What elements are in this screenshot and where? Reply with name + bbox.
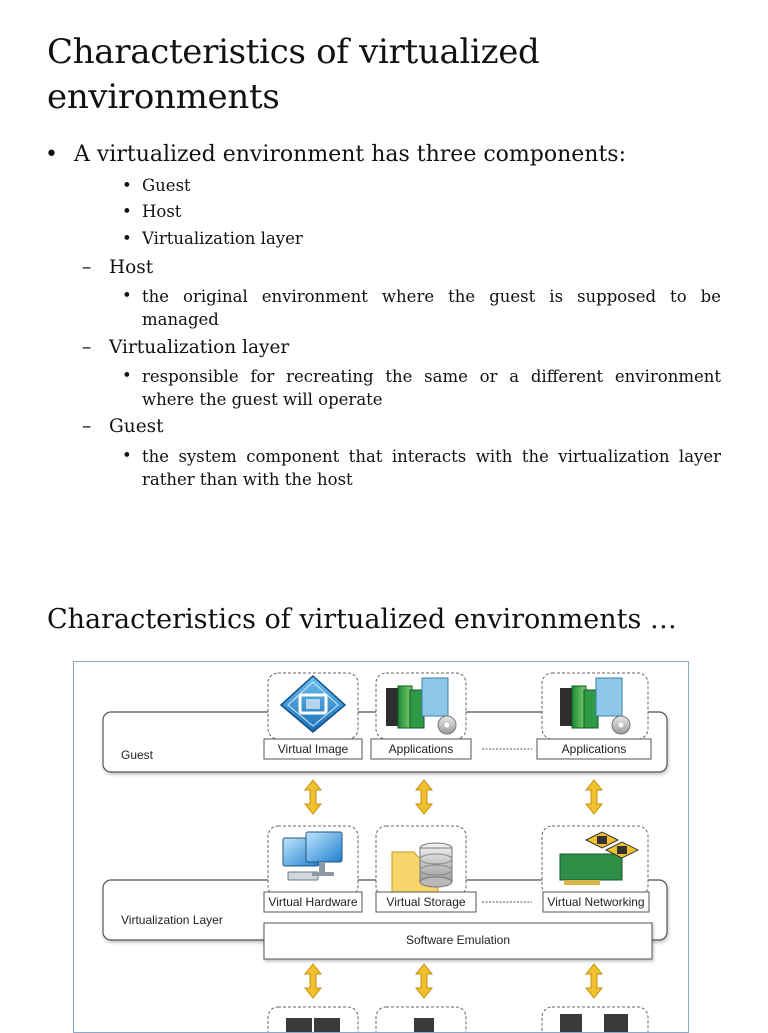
- applications-label-2: Applications: [562, 742, 627, 756]
- applications-icon: [386, 677, 457, 735]
- section-heading-text: Host: [109, 257, 154, 278]
- applications-box: [370, 738, 472, 760]
- double-arrow: [414, 963, 434, 999]
- section-heading-text: Guest: [109, 416, 164, 437]
- dash-marker: –: [82, 416, 92, 437]
- bullet-dot: •: [122, 286, 132, 305]
- dash-marker: –: [82, 257, 92, 278]
- diagram-canvas: Guest Virt: [102, 672, 668, 1032]
- bullet-dot: •: [122, 446, 132, 465]
- guest-description: the system component that interacts with…: [142, 447, 721, 489]
- host-frame: [541, 1006, 649, 1032]
- bullet-dot: •: [122, 229, 132, 248]
- component-guest: Guest: [142, 176, 191, 195]
- virtual-image-icon: [279, 674, 347, 733]
- virtual-hardware-label: Virtual Hardware: [268, 895, 357, 909]
- monitor-icon: [282, 831, 343, 881]
- bullet-dot: •: [45, 142, 58, 167]
- section-heading-text: Virtualization layer: [109, 337, 290, 358]
- virtual-image-box: [263, 738, 363, 760]
- virtual-storage-box: [375, 891, 477, 913]
- double-arrow: [584, 963, 604, 999]
- virtual-storage-label: Virtual Storage: [386, 895, 465, 909]
- virtual-image-label: Virtual Image: [278, 742, 349, 756]
- component-virtualization-layer: Virtualization layer: [142, 229, 303, 248]
- double-arrow: [414, 779, 434, 815]
- virtualization-layer-description: responsible for recreating the same or a…: [142, 367, 721, 409]
- component-host: Host: [142, 202, 182, 221]
- storage-icon: [391, 842, 453, 893]
- guest-layer-label: Guest: [121, 748, 154, 762]
- bullet-dot: •: [122, 366, 132, 385]
- host-description: the original environment where the guest…: [142, 287, 721, 329]
- bullet-dot: •: [122, 176, 132, 195]
- software-emulation-box: [263, 922, 653, 960]
- double-arrow: [303, 963, 323, 999]
- double-arrow: [303, 779, 323, 815]
- virtualization-layer-label: Virtualization Layer: [121, 913, 223, 927]
- bullet-dot: •: [122, 202, 132, 221]
- applications-label: Applications: [389, 742, 454, 756]
- virtual-hardware-box: [263, 891, 363, 913]
- slide-title: Characteristics of virtualized environme…: [47, 32, 540, 117]
- virtual-networking-box: [542, 891, 650, 913]
- applications-box-2: [536, 738, 652, 760]
- virtualization-diagram: Guest Virt: [73, 661, 689, 1033]
- slide2-title: Characteristics of virtualized environme…: [47, 604, 677, 635]
- dash-marker: –: [82, 337, 92, 358]
- applications-icon-2: [560, 677, 631, 735]
- double-arrow: [584, 779, 604, 815]
- main-bullet-text: A virtualized environment has three comp…: [74, 142, 626, 167]
- host-frame: [267, 1006, 359, 1032]
- virtual-networking-label: Virtual Networking: [547, 895, 644, 909]
- network-card-icon: [559, 831, 640, 885]
- software-emulation-label: Software Emulation: [406, 933, 510, 947]
